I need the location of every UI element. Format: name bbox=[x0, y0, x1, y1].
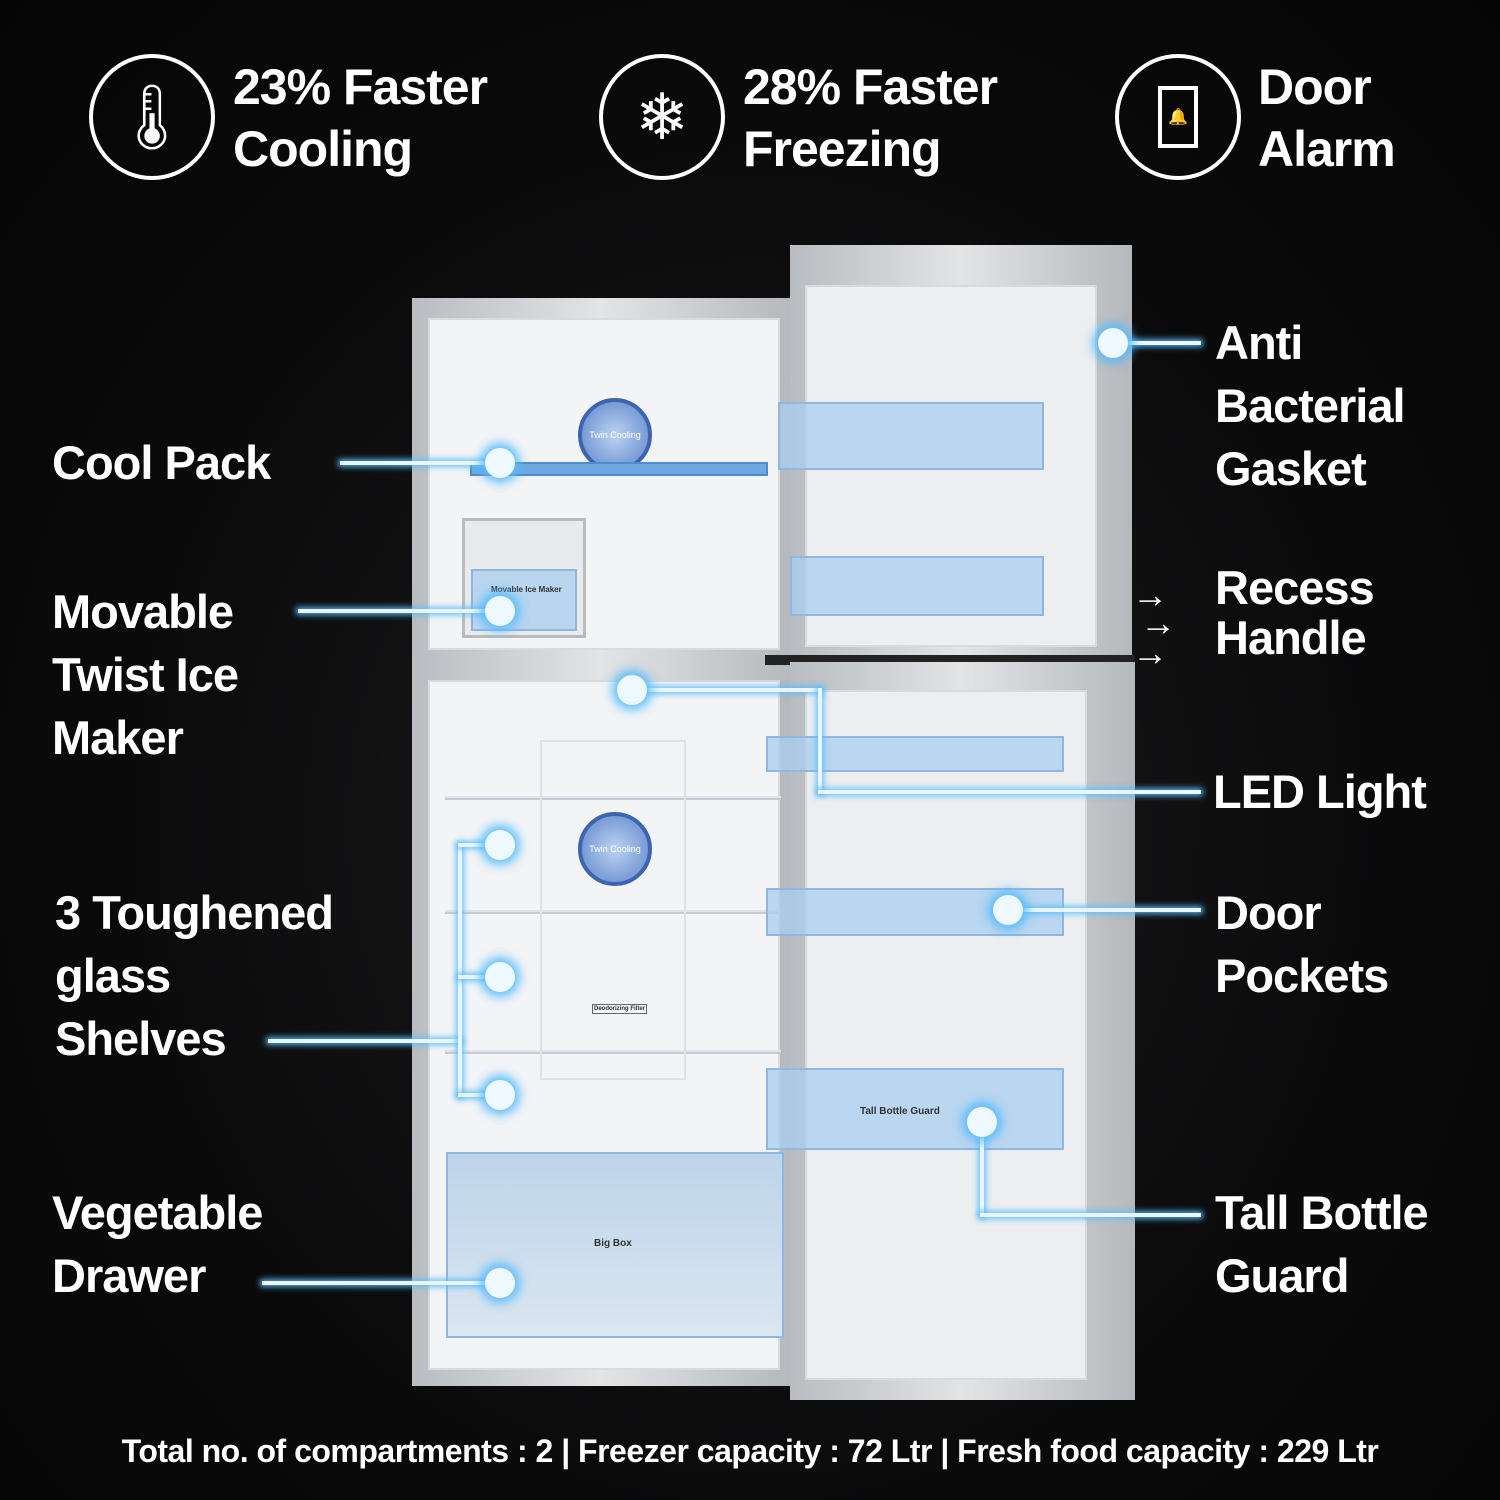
callout-line bbox=[980, 1213, 1201, 1217]
callout-cool-pack: Cool Pack bbox=[52, 436, 271, 489]
door-bin bbox=[778, 402, 1044, 470]
snowflake-icon: ❄ bbox=[599, 54, 725, 180]
twin-cooling-badge: Twin Cooling bbox=[578, 812, 652, 886]
thermometer-snowflake-icon: 🌡 bbox=[89, 54, 215, 180]
callout-dot bbox=[485, 448, 515, 478]
glass-shelf bbox=[445, 1050, 781, 1054]
callout-line bbox=[298, 609, 500, 613]
callout-line bbox=[818, 790, 1201, 794]
callout-line bbox=[458, 975, 500, 979]
callout-dot bbox=[485, 1268, 515, 1298]
arrow-icon: → bbox=[1132, 574, 1168, 615]
door-alarm-icon: 🔔 bbox=[1115, 54, 1241, 180]
callout-dot bbox=[485, 830, 515, 860]
fridge-door-inner bbox=[805, 690, 1087, 1380]
callout-dot bbox=[1098, 328, 1128, 358]
callout-line bbox=[262, 1281, 500, 1285]
callout-line bbox=[340, 461, 500, 465]
recess-handle bbox=[765, 655, 1135, 665]
callout-dot bbox=[993, 895, 1023, 925]
callout-dot bbox=[967, 1107, 997, 1137]
twin-cooling-badge: Twin Cooling bbox=[578, 398, 652, 472]
arrow-icon: → bbox=[1140, 602, 1176, 643]
door-bin bbox=[790, 556, 1044, 616]
callout-line bbox=[458, 845, 462, 1097]
callout-dot bbox=[485, 1080, 515, 1110]
glass-shelf bbox=[445, 796, 781, 800]
air-duct bbox=[540, 740, 686, 1080]
callout-line bbox=[818, 688, 822, 794]
callout-line bbox=[458, 1093, 500, 1097]
capacity-footer: Total no. of compartments : 2 | Freezer … bbox=[121, 1433, 1379, 1469]
arrow-icon: → bbox=[1132, 632, 1168, 673]
callout-line bbox=[458, 843, 500, 847]
callout-dot bbox=[485, 596, 515, 626]
tall-bottle-guard: Tall Bottle Guard bbox=[766, 1068, 1064, 1150]
vegetable-drawer: Big Box bbox=[446, 1152, 784, 1338]
callout-dot bbox=[617, 675, 647, 705]
callout-dot bbox=[485, 962, 515, 992]
deodorizing-filter: Deodorizing Filter bbox=[592, 1004, 647, 1014]
callout-line bbox=[1008, 908, 1201, 912]
callout-line bbox=[632, 688, 822, 692]
ice-maker: Movable Ice Maker bbox=[462, 518, 586, 638]
callout-line bbox=[1113, 341, 1201, 345]
cool-pack-tray bbox=[470, 462, 768, 476]
callout-line bbox=[268, 1039, 462, 1043]
glass-shelf bbox=[445, 910, 781, 914]
door-bin bbox=[766, 736, 1064, 772]
callout-led-light: LED Light bbox=[1213, 765, 1427, 818]
callout-line bbox=[980, 1122, 984, 1217]
